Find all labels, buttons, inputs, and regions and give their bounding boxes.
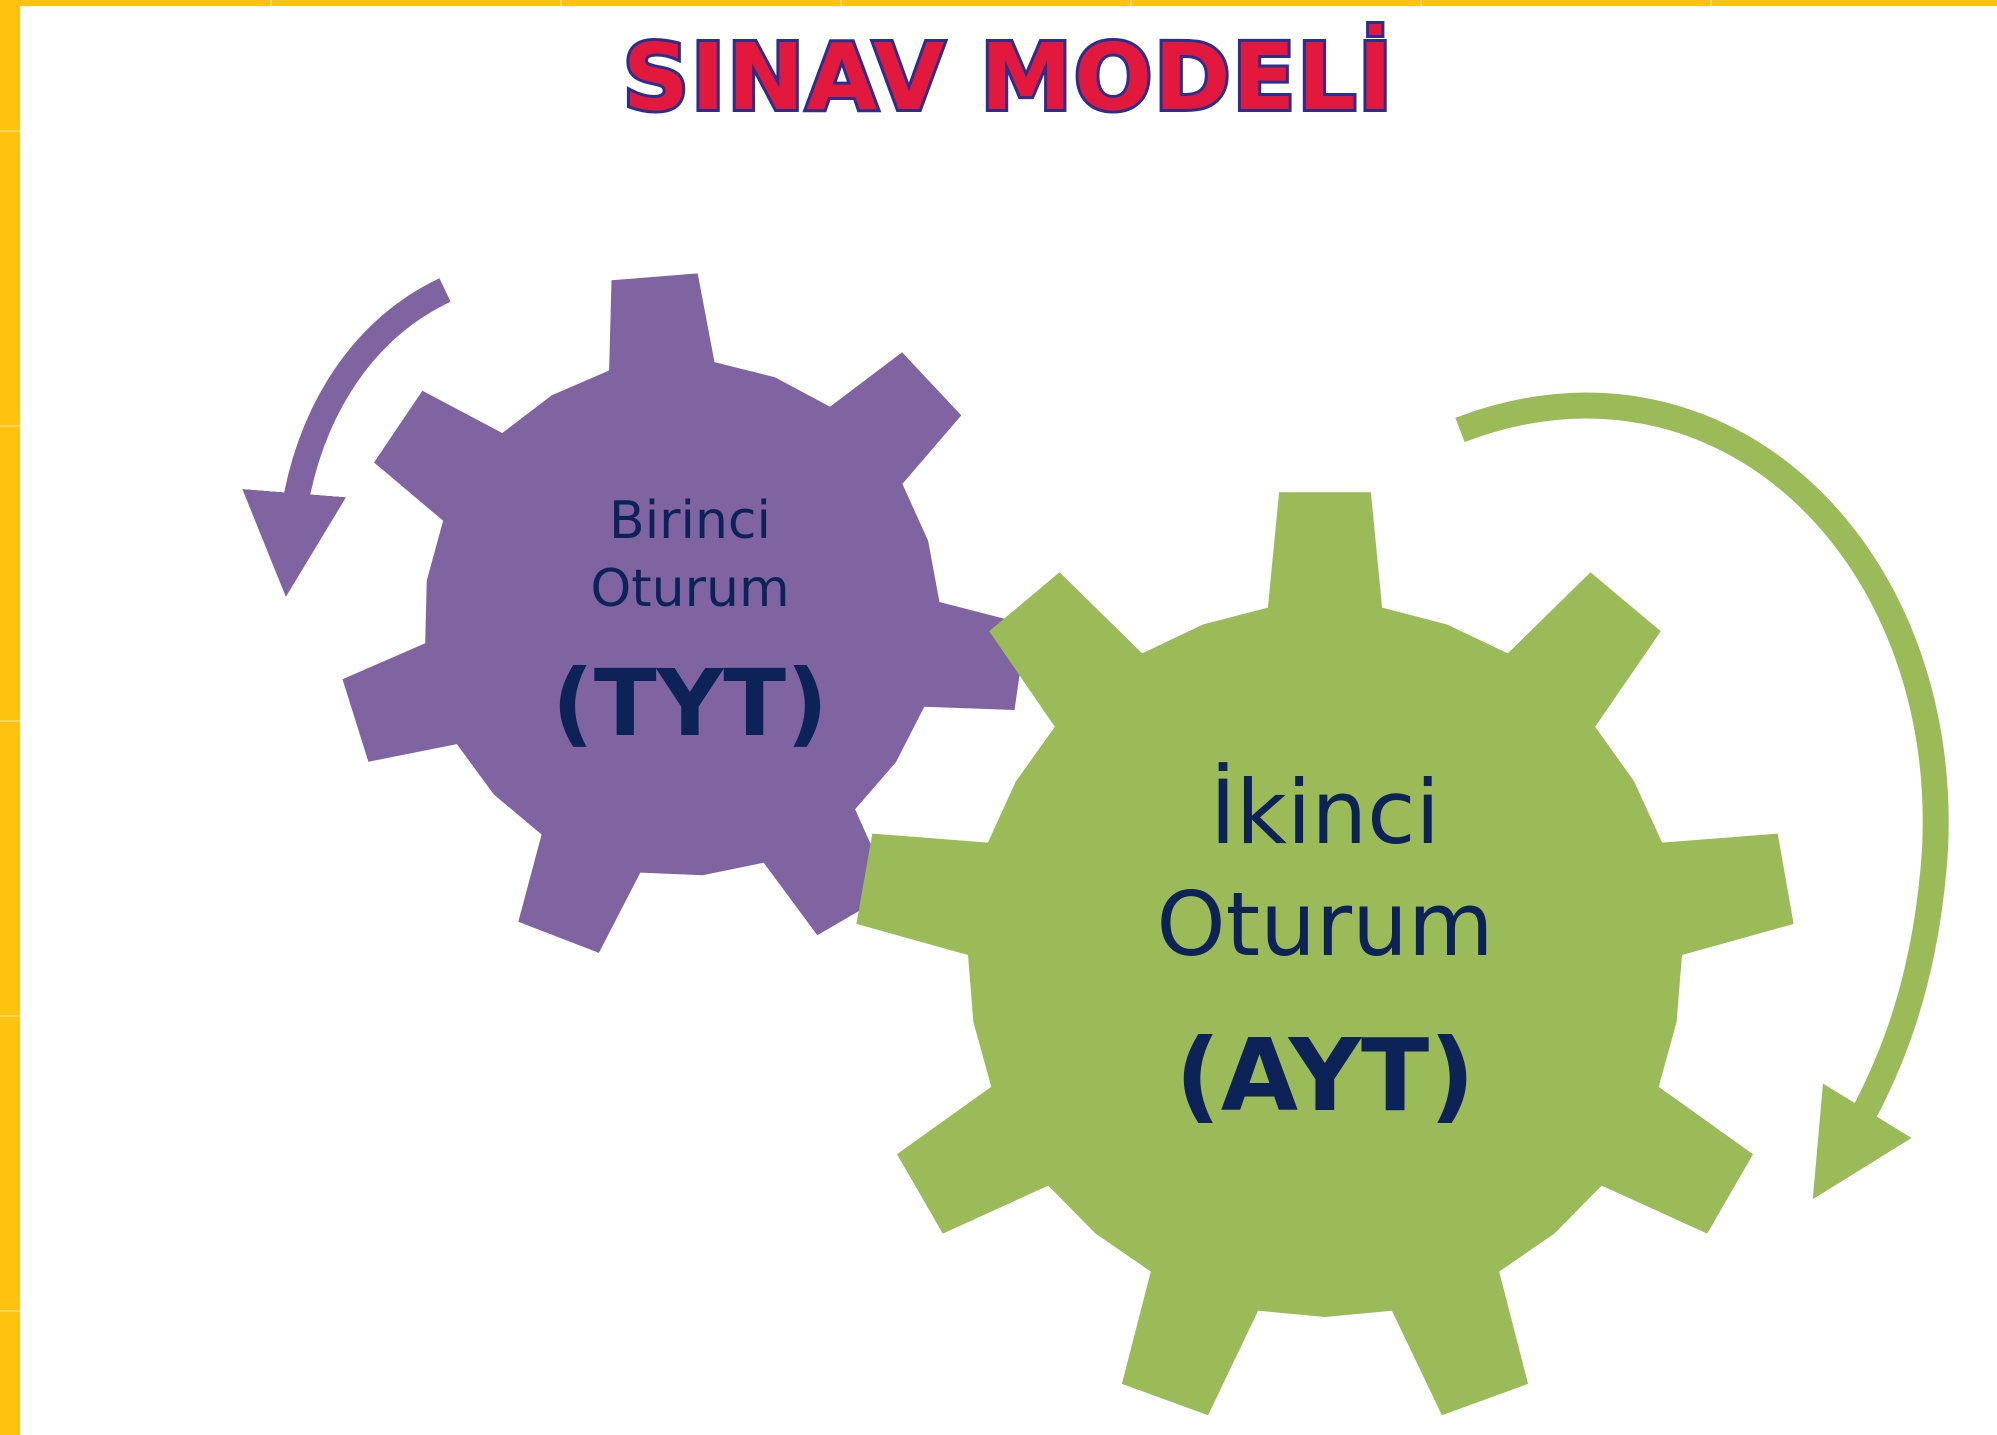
border-tick [840, 0, 842, 6]
border-tick [0, 1015, 20, 1017]
gear-1: Birinci Oturum (TYT) [342, 273, 1027, 953]
border-tick [1420, 0, 1422, 6]
border-tick [0, 1310, 20, 1312]
gear-2: İkinci Oturum (AYT) [856, 492, 1794, 1416]
border-tick [0, 130, 20, 132]
border-tick [0, 425, 20, 427]
green-gear-shape [856, 492, 1794, 1416]
border-tick [0, 720, 20, 722]
slide-title: SINAV MODELİ [620, 21, 1396, 134]
gear-1-line2: Oturum [590, 559, 789, 619]
gear-2-line3: (AYT) [1175, 1017, 1475, 1134]
border-tick [560, 0, 562, 6]
clockwise-arrow [1455, 392, 1949, 1200]
gear-1-line3: (TYT) [552, 650, 828, 757]
border-tick [1130, 0, 1132, 6]
purple-gear-shape [342, 273, 1027, 953]
gear-2-line2: Oturum [1156, 873, 1493, 976]
gear-1-line1: Birinci [609, 491, 771, 551]
border-tick [270, 0, 272, 6]
gear-2-line1: İkinci [1210, 761, 1440, 864]
counterclockwise-arrow [242, 278, 451, 597]
border-tick [1710, 0, 1712, 6]
